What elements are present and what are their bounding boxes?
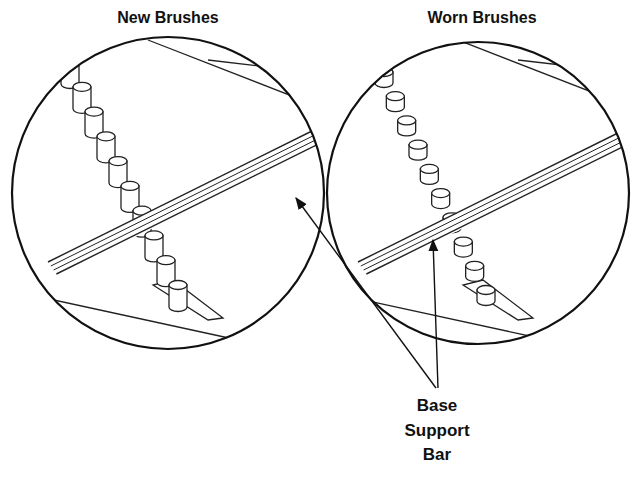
base-support-bar — [358, 128, 632, 276]
brush — [432, 189, 450, 209]
brush — [420, 164, 438, 184]
brush — [477, 286, 495, 306]
view-title: New Brushes — [117, 8, 218, 27]
brush — [169, 281, 187, 312]
brush-holder — [463, 280, 533, 320]
magnifier-circle — [327, 42, 629, 344]
brush — [398, 116, 416, 136]
brush — [386, 92, 404, 112]
bar-groove — [361, 132, 631, 266]
frame-edge — [208, 60, 338, 75]
frame-edge — [148, 40, 328, 110]
bar-groove — [54, 136, 324, 270]
frame-edge — [368, 60, 378, 80]
bar-groove — [48, 128, 318, 262]
bar-groove — [358, 128, 628, 262]
magnifier-circle — [12, 37, 324, 349]
bar-groove — [51, 132, 321, 266]
frame-edge — [518, 60, 632, 75]
brush — [454, 237, 472, 257]
frame-edge — [458, 40, 632, 110]
brush — [409, 140, 427, 160]
leader-line — [433, 240, 438, 388]
part-label: Base Support Bar — [404, 394, 469, 468]
bar-groove — [364, 136, 632, 270]
view-title: Worn Brushes — [427, 8, 536, 27]
brush — [466, 261, 484, 281]
bar-groove — [56, 140, 326, 274]
leader-line — [296, 198, 436, 388]
new-brush-view — [8, 40, 338, 340]
bar-groove — [366, 140, 632, 274]
base-support-bar — [48, 128, 328, 276]
